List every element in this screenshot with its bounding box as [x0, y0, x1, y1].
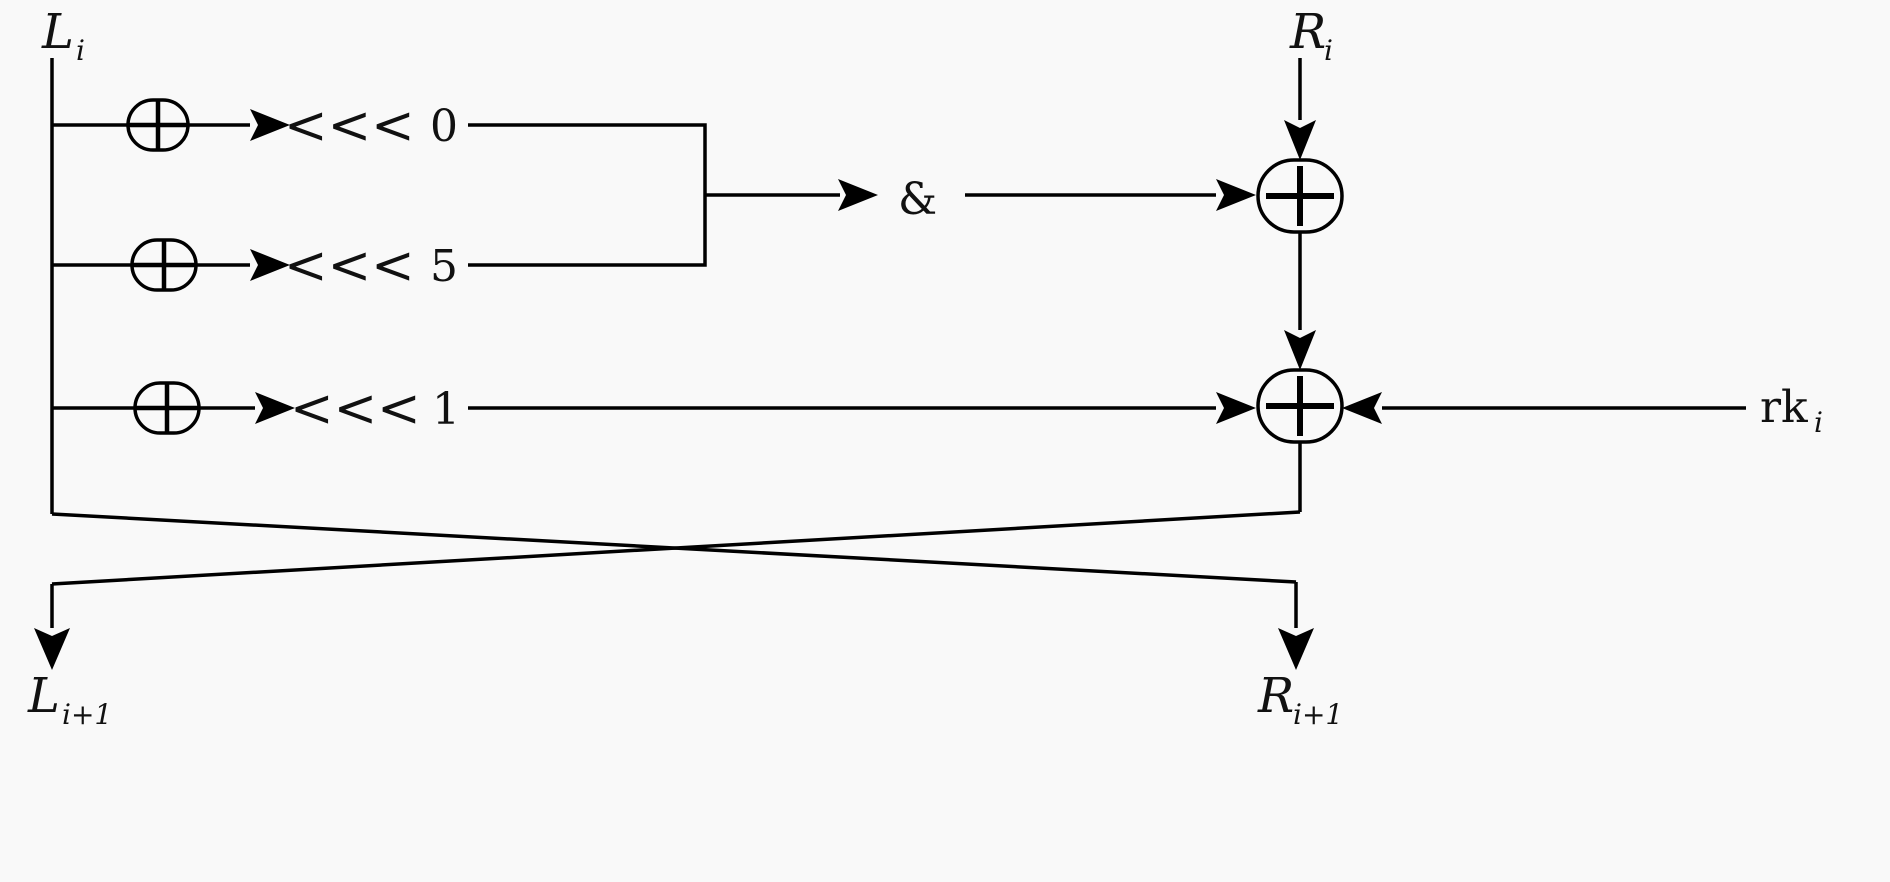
branch-row-2: <<< 1 [52, 379, 1256, 439]
rotation-0-amount: 0 [430, 101, 458, 152]
and-to-xor-arrowhead [1216, 179, 1256, 211]
xor-to-xor-arrowhead [1284, 330, 1316, 370]
branch-2-arrowhead [255, 392, 295, 424]
input-right-main: R [1289, 4, 1326, 60]
right-input-arrowhead [1284, 120, 1316, 160]
swap-right-to-left-wire [51, 510, 1301, 586]
branch-1-arrowhead [250, 249, 290, 281]
output-right-sub: i+1 [1293, 698, 1343, 731]
and-operator: & [898, 174, 937, 225]
output-left-main: L [27, 668, 60, 724]
branch-0-arrowhead [250, 109, 290, 141]
input-left-sub: i [76, 34, 85, 67]
input-left-main: L [41, 4, 74, 60]
join-to-and-arrowhead [838, 179, 878, 211]
rotation-1-amount: 5 [430, 241, 458, 292]
output-right-main: R [1257, 668, 1294, 724]
upper-xor-icon [1256, 158, 1344, 234]
output-right-label: R i+1 [1257, 668, 1343, 731]
rotation-2-op: <<< [290, 379, 421, 439]
input-left-label: L i [41, 4, 85, 67]
output-right-arrowhead [1278, 628, 1314, 670]
rotation-0-op: <<< [284, 96, 415, 156]
output-left-sub: i+1 [62, 698, 112, 731]
output-left-arrowhead [34, 628, 70, 670]
round-key-main: rk [1760, 382, 1808, 433]
input-right-label: R i [1289, 4, 1333, 67]
round-key-arrowhead [1342, 392, 1382, 424]
rotation-2-amount: 1 [432, 384, 460, 435]
round-key-sub: i [1814, 406, 1823, 439]
rotation-0-5-join-wire [468, 123, 707, 267]
rotation-1-op: <<< [284, 236, 415, 296]
lower-xor-icon [1256, 368, 1344, 444]
input-right-sub: i [1324, 34, 1333, 67]
output-left-label: L i+1 [27, 668, 112, 731]
branch-row-1: <<< 5 [52, 236, 458, 296]
round-key-label: rk i [1760, 382, 1823, 439]
rotation-2-arrowhead [1216, 392, 1256, 424]
